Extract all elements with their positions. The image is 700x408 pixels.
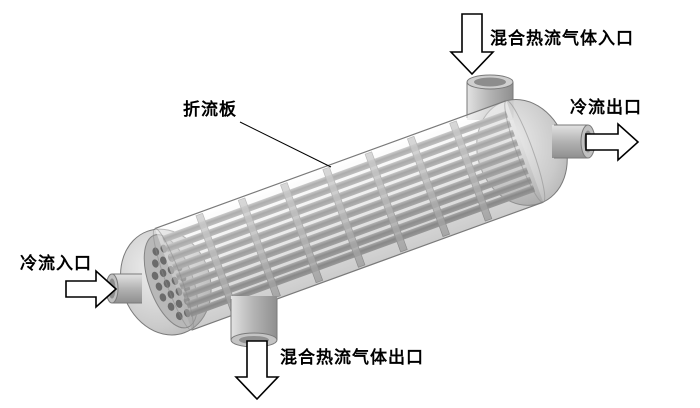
hot-gas-outlet-arrow xyxy=(234,340,280,401)
shell-wall xyxy=(154,100,544,331)
hot-gas-inlet-label: 混合热流气体入口 xyxy=(490,29,634,48)
cold-flow-outlet-label: 冷流出口 xyxy=(570,98,642,117)
baffle-leader-line xyxy=(239,121,332,168)
hot-gas-outlet-nozzle xyxy=(230,296,278,348)
hot-gas-outlet-label: 混合热流气体出口 xyxy=(280,348,424,367)
cold-outlet-arrow xyxy=(585,122,640,162)
cold-inlet-arrow xyxy=(65,269,118,309)
shell-assembly xyxy=(120,98,568,336)
hot-gas-inlet-arrow xyxy=(449,13,495,76)
cold-flow-inlet-label: 冷流入口 xyxy=(20,254,92,273)
baffle-plate-label: 折流板 xyxy=(183,100,237,119)
